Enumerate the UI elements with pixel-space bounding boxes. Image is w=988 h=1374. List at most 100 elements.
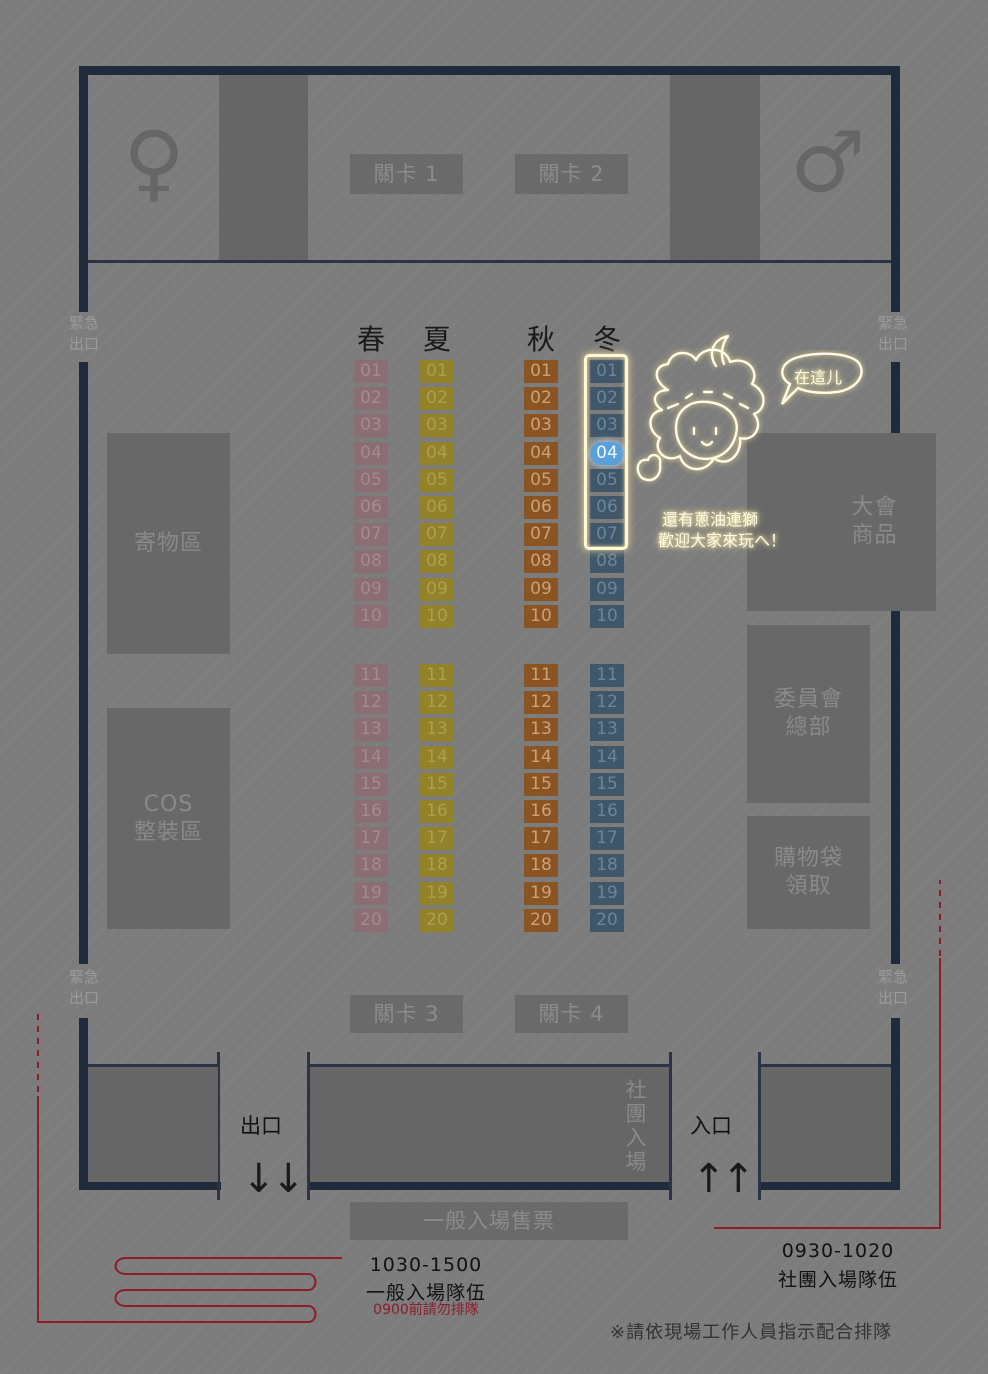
booth[interactable]: 02 [420, 387, 454, 411]
booth[interactable]: 18 [420, 854, 454, 878]
booth[interactable]: 19 [590, 881, 624, 905]
mascot-flowers [666, 390, 750, 410]
booth-column-winter-lower: 11 12 13 14 15 16 17 18 19 20 [590, 664, 626, 936]
booth[interactable]: 01 [524, 360, 558, 383]
booth[interactable]: 01 [354, 360, 388, 383]
ticket-booth: 一般入場售票 [350, 1202, 628, 1240]
booth-highlighted[interactable]: 04 [590, 441, 624, 465]
booth[interactable]: 15 [590, 772, 624, 796]
female-restroom-icon: ♀ [123, 113, 185, 211]
booth[interactable]: 05 [354, 468, 388, 492]
booth[interactable]: 17 [420, 827, 454, 851]
booth[interactable]: 20 [354, 908, 388, 932]
booth[interactable]: 16 [420, 799, 454, 823]
door-post-1 [217, 1052, 220, 1200]
emergency-exit-bottom-right: 緊急 出口 [877, 968, 908, 1007]
booth[interactable]: 18 [590, 854, 624, 878]
booth[interactable]: 10 [420, 604, 454, 628]
booth[interactable]: 16 [590, 799, 624, 823]
exit-door-label: 出口 [240, 1114, 282, 1138]
inner-line-left [88, 1064, 218, 1067]
booth[interactable]: 18 [524, 854, 558, 878]
booth[interactable]: 12 [420, 691, 454, 715]
booth[interactable]: 03 [590, 414, 624, 438]
wall-bottom-left [79, 1182, 221, 1190]
booth[interactable]: 15 [420, 772, 454, 796]
booth[interactable]: 10 [354, 604, 388, 628]
booth[interactable]: 19 [420, 881, 454, 905]
booth[interactable]: 14 [590, 745, 624, 769]
stair-block-right [670, 75, 760, 260]
booth[interactable]: 10 [524, 604, 558, 628]
booth[interactable]: 08 [524, 550, 558, 574]
booth[interactable]: 04 [524, 441, 558, 465]
booth[interactable]: 19 [354, 881, 388, 905]
booth[interactable]: 15 [524, 772, 558, 796]
booth[interactable]: 20 [524, 908, 558, 932]
booth[interactable]: 09 [354, 577, 388, 601]
booth[interactable]: 13 [354, 718, 388, 742]
booth[interactable]: 01 [420, 360, 454, 383]
booth[interactable]: 13 [524, 718, 558, 742]
booth[interactable]: 07 [524, 523, 558, 547]
booth[interactable]: 05 [590, 468, 624, 492]
booth[interactable]: 13 [420, 718, 454, 742]
booth[interactable]: 13 [590, 718, 624, 742]
male-restroom-icon: ♂ [790, 113, 866, 211]
booth[interactable]: 08 [590, 550, 624, 574]
booth[interactable]: 08 [420, 550, 454, 574]
booth[interactable]: 08 [354, 550, 388, 574]
booth[interactable]: 20 [590, 908, 624, 932]
booth[interactable]: 19 [524, 881, 558, 905]
booth[interactable]: 06 [354, 495, 388, 519]
booth[interactable]: 02 [354, 387, 388, 411]
booth[interactable]: 07 [590, 523, 624, 547]
booth[interactable]: 04 [420, 441, 454, 465]
booth-column-winter-upper: 01 02 03 04 05 06 07 08 09 10 [590, 360, 626, 632]
booth[interactable]: 14 [354, 745, 388, 769]
booth[interactable]: 09 [590, 577, 624, 601]
booth[interactable]: 07 [420, 523, 454, 547]
booth[interactable]: 02 [524, 387, 558, 411]
booth[interactable]: 17 [524, 827, 558, 851]
wall-bottom-right [758, 1182, 900, 1190]
booth[interactable]: 06 [524, 495, 558, 519]
booth-column-summer-upper: 01 02 03 04 05 06 07 08 09 10 [420, 360, 456, 632]
booth[interactable]: 11 [590, 664, 624, 687]
booth[interactable]: 20 [420, 908, 454, 932]
booth[interactable]: 01 [590, 360, 624, 383]
booth[interactable]: 03 [420, 414, 454, 438]
booth[interactable]: 12 [590, 691, 624, 715]
booth[interactable]: 04 [354, 441, 388, 465]
booth[interactable]: 09 [420, 577, 454, 601]
booth[interactable]: 17 [590, 827, 624, 851]
booth[interactable]: 16 [354, 799, 388, 823]
mascot-hair [649, 348, 765, 471]
booth[interactable]: 03 [354, 414, 388, 438]
booth[interactable]: 05 [420, 468, 454, 492]
booth[interactable]: 12 [524, 691, 558, 715]
booth[interactable]: 06 [590, 495, 624, 519]
booth[interactable]: 14 [524, 745, 558, 769]
booth[interactable]: 03 [524, 414, 558, 438]
booth[interactable]: 17 [354, 827, 388, 851]
booth[interactable]: 10 [590, 604, 624, 628]
booth[interactable]: 09 [524, 577, 558, 601]
general-queue-note: 0900前請勿排隊 [373, 1302, 479, 1318]
booth[interactable]: 06 [420, 495, 454, 519]
booth[interactable]: 16 [524, 799, 558, 823]
booth[interactable]: 11 [420, 664, 454, 687]
booth[interactable]: 15 [354, 772, 388, 796]
booth[interactable]: 11 [524, 664, 558, 687]
booth-column-autumn-upper: 01 02 03 04 05 06 07 08 09 10 [524, 360, 560, 632]
speech-bubble-text: 在這儿 [794, 368, 843, 387]
booth[interactable]: 12 [354, 691, 388, 715]
booth[interactable]: 14 [420, 745, 454, 769]
booth[interactable]: 07 [354, 523, 388, 547]
booth[interactable]: 18 [354, 854, 388, 878]
booth[interactable]: 05 [524, 468, 558, 492]
booth[interactable]: 02 [590, 387, 624, 411]
booth-column-summer-lower: 11 12 13 14 15 16 17 18 19 20 [420, 664, 456, 936]
booth[interactable]: 11 [354, 664, 388, 687]
